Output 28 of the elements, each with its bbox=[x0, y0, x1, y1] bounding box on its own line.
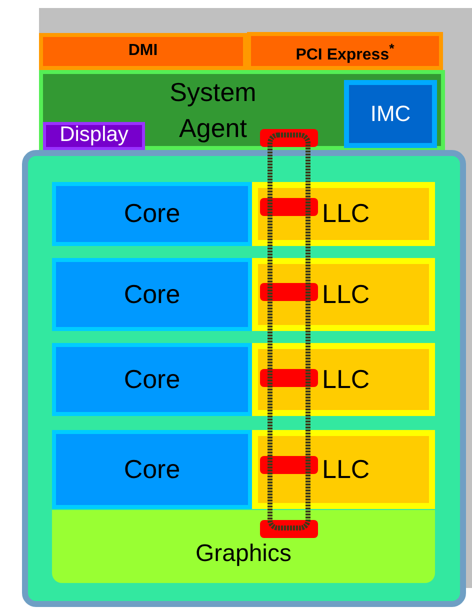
cache-block bbox=[252, 430, 435, 509]
block-label: DMI bbox=[127, 42, 159, 60]
block-label: LLC bbox=[322, 454, 370, 485]
core-block bbox=[52, 182, 252, 246]
block-label: Core bbox=[122, 198, 182, 230]
block-label: Graphics bbox=[194, 540, 293, 568]
block-label: Display bbox=[58, 123, 130, 148]
core-block bbox=[52, 430, 252, 509]
system-agent-block bbox=[39, 70, 445, 150]
core-block bbox=[52, 258, 252, 331]
block-label: PCI Express$^{*}$ bbox=[294, 41, 396, 65]
die-outline bbox=[22, 150, 466, 607]
cache-block bbox=[252, 258, 435, 331]
memory-controller-block bbox=[344, 80, 437, 148]
block-label: IMC bbox=[369, 100, 412, 127]
port-bar bbox=[39, 33, 247, 70]
block-label: Core bbox=[122, 454, 182, 485]
cache-block bbox=[252, 343, 435, 416]
block-label: LLC bbox=[322, 364, 370, 395]
block-label: System Agent bbox=[168, 76, 258, 145]
block-label: LLC bbox=[322, 198, 370, 230]
graphics-block bbox=[52, 510, 435, 583]
display-block bbox=[43, 122, 145, 150]
block-label: LLC bbox=[322, 278, 370, 310]
port-bar bbox=[247, 32, 443, 70]
block-label: Core bbox=[122, 278, 182, 310]
core-block bbox=[52, 343, 252, 416]
block-label: Core bbox=[122, 364, 182, 395]
